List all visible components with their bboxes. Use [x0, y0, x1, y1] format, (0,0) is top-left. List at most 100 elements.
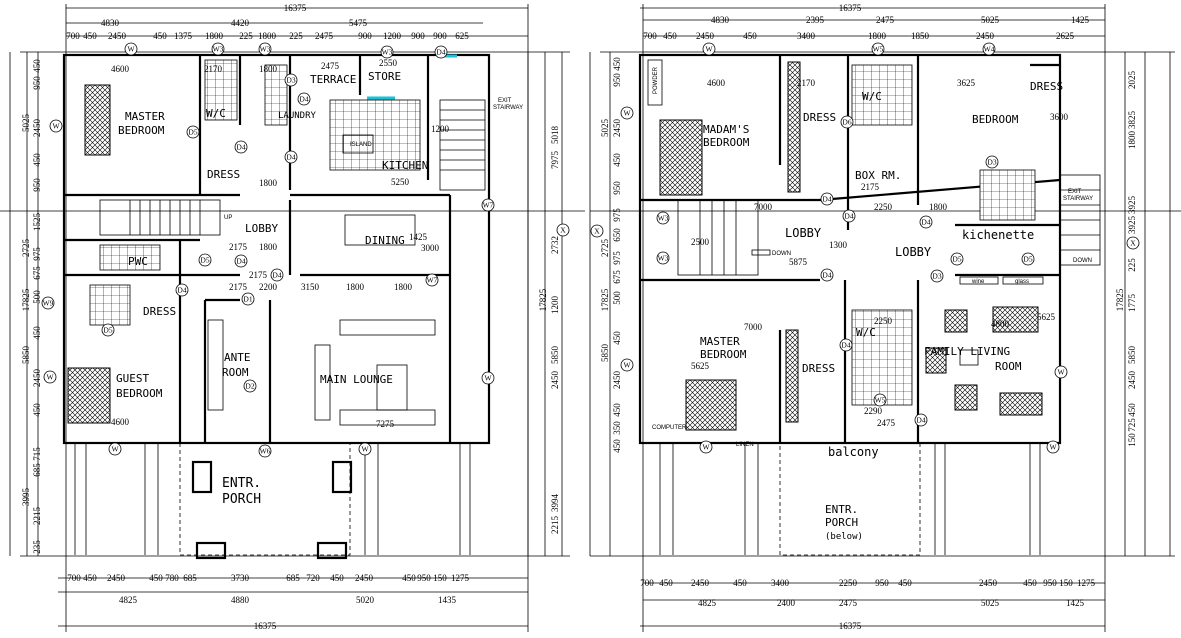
label-position-wrapper: W	[702, 42, 716, 56]
tag-circle	[871, 42, 885, 56]
dimension-text: 700	[66, 31, 80, 41]
label-position-wrapper: 685	[286, 573, 300, 583]
label-position-wrapper: BEDROOM	[703, 136, 750, 149]
tag-circle	[358, 442, 372, 456]
door-window-tag-marker: W	[620, 358, 634, 372]
label-position-wrapper: 450	[402, 573, 416, 583]
door-window-tag-marker: D5	[186, 125, 200, 139]
dimension-text: 1800	[259, 242, 278, 252]
door-window-tag-marker: W3	[656, 251, 670, 265]
label-position-wrapper: 1425	[1066, 598, 1085, 608]
label-position-wrapper: 4600	[111, 64, 130, 74]
dimension-text: 5250	[391, 177, 410, 187]
dimension-text: 2450	[612, 119, 622, 138]
room-label-entrance-porch-3: (below)	[825, 532, 863, 542]
label-position-wrapper: D4	[820, 192, 834, 206]
label-position-wrapper: 16375	[839, 621, 862, 631]
wardrobe	[787, 61, 801, 193]
dimension-text: 450	[402, 573, 416, 583]
door-window-tag: W	[623, 361, 631, 370]
label-position-wrapper: 2450	[696, 31, 715, 41]
label-position-wrapper: W5	[873, 393, 887, 407]
label-position-wrapper: 2170	[204, 64, 223, 74]
label-position-wrapper: 1200	[431, 124, 450, 134]
door-window-tag-marker: W	[43, 370, 57, 384]
dimension-text: 7000	[754, 202, 773, 212]
dimension-text: 975	[32, 247, 42, 261]
label-position-wrapper: 950	[32, 178, 42, 192]
label-position-wrapper: 2475	[839, 598, 858, 608]
door-window-tag-marker: W7	[481, 198, 495, 212]
label-position-wrapper: W3	[258, 42, 272, 56]
grid-lines	[74, 443, 471, 555]
label-position-wrapper: D5	[186, 125, 200, 139]
room-label-wc-lower: W/C	[856, 326, 876, 339]
label-position-wrapper: 500	[32, 290, 42, 304]
tag-circle	[258, 444, 272, 458]
porch-outline	[779, 442, 921, 556]
label-position-wrapper: 3730	[231, 573, 250, 583]
dimension-text: 450	[733, 578, 747, 588]
room-label-master-bedroom: MASTER	[125, 110, 165, 123]
tag-circle	[124, 42, 138, 56]
label-position-wrapper: D2	[243, 379, 257, 393]
label-position-wrapper: BEDROOM	[116, 387, 163, 400]
label-position-wrapper: 450	[733, 578, 747, 588]
tag-circle	[840, 115, 854, 129]
first-floor-plan: MADAM'S BEDROOM POWDER DRESS W/C BOX RM.…	[589, 3, 1181, 632]
dimension-text: 235	[32, 540, 42, 554]
dimension-text: 3150	[301, 282, 320, 292]
room-label-wc-upper: W/C	[862, 90, 882, 103]
dimension-text: 1800	[259, 64, 278, 74]
tag-circle	[590, 224, 604, 238]
label-position-wrapper: 1200	[550, 296, 560, 315]
dimension-text: 2170	[204, 64, 223, 74]
tag-circle	[101, 323, 115, 337]
door-window-tag: W7	[483, 201, 494, 210]
door-window-tag: W9	[43, 299, 54, 308]
dimension-text: 5850	[600, 344, 610, 363]
room-label-dress-right: DRESS	[1030, 80, 1063, 93]
dimension-text: 4830	[101, 18, 120, 28]
dimension-text: 2725	[21, 239, 31, 258]
door-window-tag-marker: D4	[914, 413, 928, 427]
dimension-text: 2450	[550, 371, 560, 390]
dimension-text: 450	[1127, 403, 1137, 417]
tag-circle	[982, 42, 996, 56]
door-window-tag-marker: D5	[198, 253, 212, 267]
label-position-wrapper: 5625	[691, 361, 710, 371]
tag-circle	[873, 393, 887, 407]
label-position-wrapper: LOBBY	[245, 222, 278, 235]
label-position-wrapper: 3995	[21, 488, 31, 507]
door-window-tag: D4	[286, 153, 295, 162]
label-position-wrapper: BEDROOM	[972, 113, 1019, 126]
label-position-wrapper: 4600	[707, 78, 726, 88]
label-position-wrapper: 4830	[711, 15, 730, 25]
label-position-wrapper: 2450	[1127, 371, 1137, 390]
label-position-wrapper: W	[620, 358, 634, 372]
dimension-text: 950	[32, 76, 42, 90]
label-position-wrapper: D4	[919, 215, 933, 229]
label-position-wrapper: 17825	[600, 288, 610, 311]
dimension-text: 500	[32, 290, 42, 304]
label-position-wrapper: 2450	[612, 119, 622, 138]
door-window-tag: W4	[984, 45, 995, 54]
label-position-wrapper: 3150	[301, 282, 320, 292]
door-window-tag-marker: D6	[840, 115, 854, 129]
stair-down-label: DOWN	[772, 251, 791, 257]
door-window-tag-marker: D4	[234, 254, 248, 268]
dimension-text: 950	[875, 578, 889, 588]
label-position-wrapper: STAIRWAY	[493, 105, 523, 111]
dimension-text: 450	[32, 403, 42, 417]
dimension-overall-width: 16375	[284, 3, 307, 13]
label-position-wrapper: 1800	[1127, 131, 1137, 150]
label-position-wrapper: 7000	[744, 322, 763, 332]
door-window-tag: W	[52, 122, 60, 131]
dimension-text: 975	[612, 251, 622, 265]
door-window-tag: D4	[844, 212, 853, 221]
sofa	[207, 319, 224, 411]
label-position-wrapper: D1	[241, 292, 255, 306]
room-label-lobby: LOBBY	[245, 222, 278, 235]
label-position-wrapper: 1435	[438, 595, 457, 605]
label-position-wrapper: 4600	[111, 417, 130, 427]
